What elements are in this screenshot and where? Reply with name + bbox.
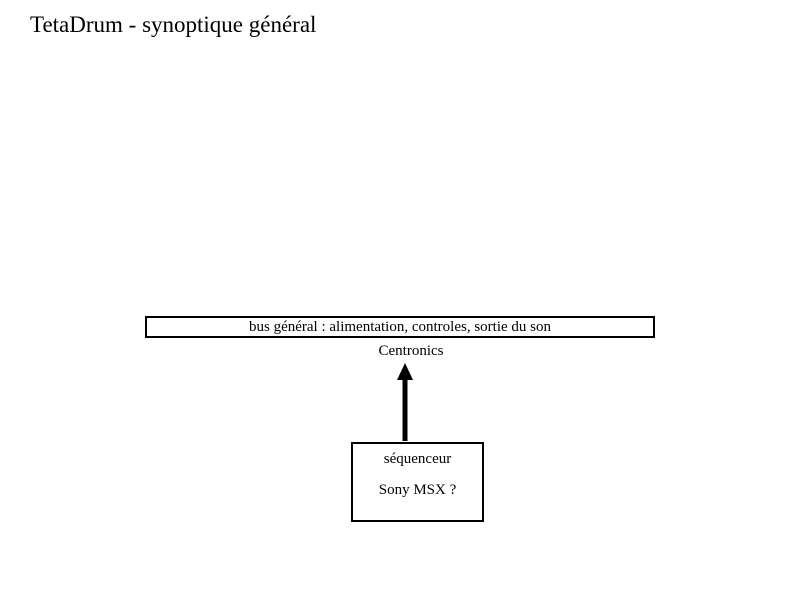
arrow-head	[397, 363, 413, 380]
sequencer-node-line2: Sony MSX ?	[378, 482, 457, 498]
sequencer-node-line1: séquenceur	[383, 451, 452, 467]
bus-node: bus général : alimentation, controles, s…	[145, 316, 655, 338]
page-title: TetaDrum - synoptique général	[30, 12, 317, 37]
bus-node-label: bus général : alimentation, controles, s…	[248, 318, 551, 335]
arrow-stem	[402, 377, 408, 441]
up-arrow-icon	[397, 363, 413, 441]
sequencer-node: séquenceur Sony MSX ?	[351, 442, 484, 522]
connector-label: Centronics	[378, 343, 444, 359]
